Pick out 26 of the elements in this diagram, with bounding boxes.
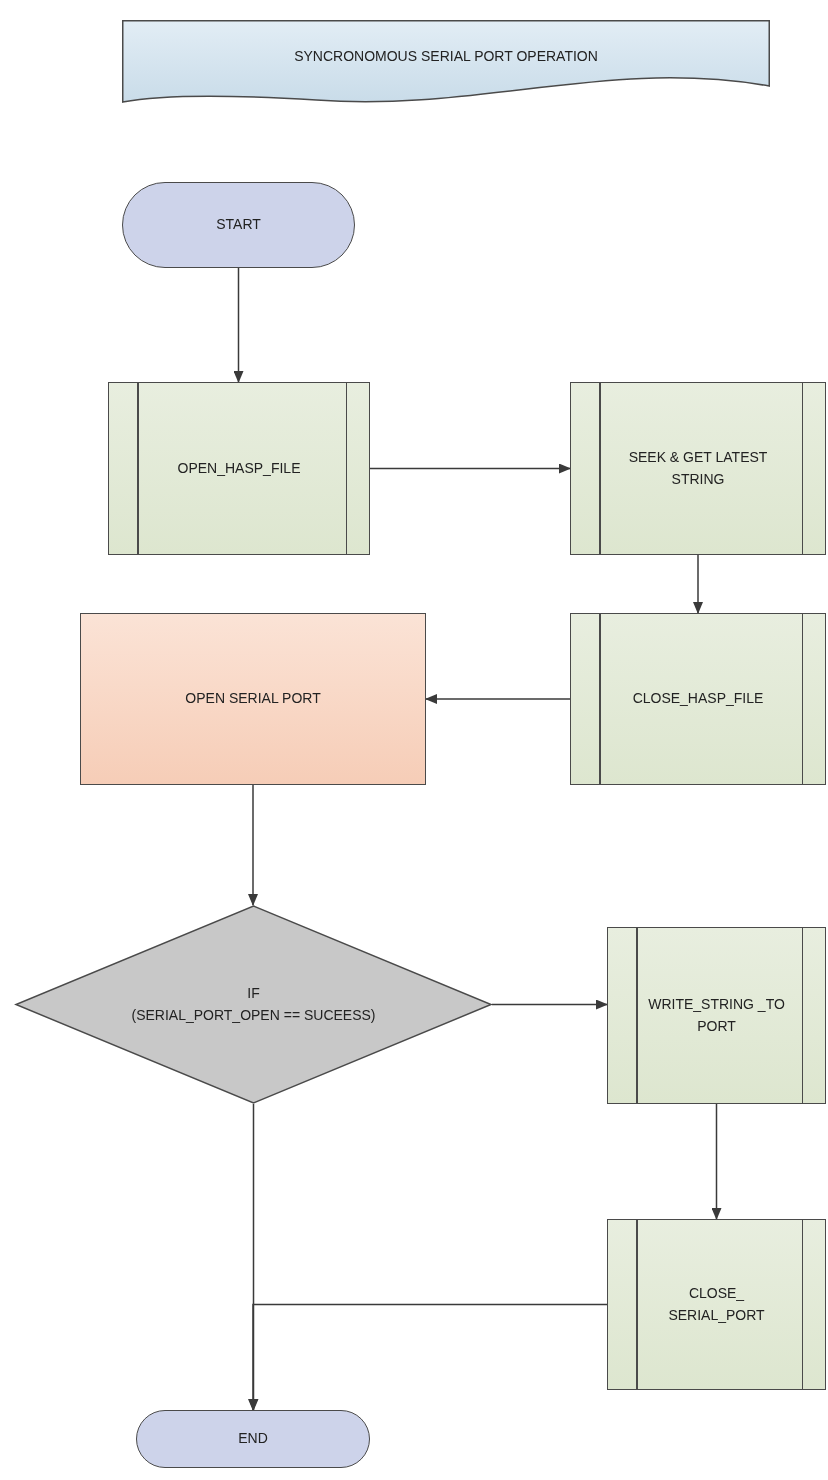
subprocess-box <box>570 613 826 785</box>
arrow <box>711 1103 722 1220</box>
process-box <box>80 613 426 785</box>
subprocess-box <box>607 927 826 1104</box>
subprocess-box <box>607 1219 826 1390</box>
node-label: END <box>238 1429 268 1449</box>
node-label: SYNCRONOMOUS SERIAL PORT OPERATION <box>294 47 598 67</box>
arrow <box>233 267 244 383</box>
arrow <box>491 999 608 1010</box>
arrow <box>248 784 258 906</box>
node-label: CLOSE_ SERIAL_PORT <box>667 1283 766 1325</box>
node-label: OPEN SERIAL PORT <box>185 689 321 709</box>
subprocess-box <box>570 382 826 555</box>
arrow <box>369 463 571 474</box>
node-label: CLOSE_HASP_FILE <box>632 689 764 709</box>
node-label: (SERIAL_PORT_OPEN == SUCEESS) <box>131 1005 376 1025</box>
node-label: WRITE_STRING _TO PORT <box>647 994 786 1036</box>
arrow <box>248 1303 608 1411</box>
node-label: START <box>216 215 261 235</box>
node-label: IF <box>247 983 260 1003</box>
node-label: OPEN_HASP_FILE <box>177 458 301 478</box>
decision-diamond <box>15 905 492 1104</box>
arrow <box>693 554 703 614</box>
subprocess-box <box>108 382 370 555</box>
node-label: SEEK & GET LATEST STRING <box>627 447 769 489</box>
arrow <box>425 694 571 704</box>
